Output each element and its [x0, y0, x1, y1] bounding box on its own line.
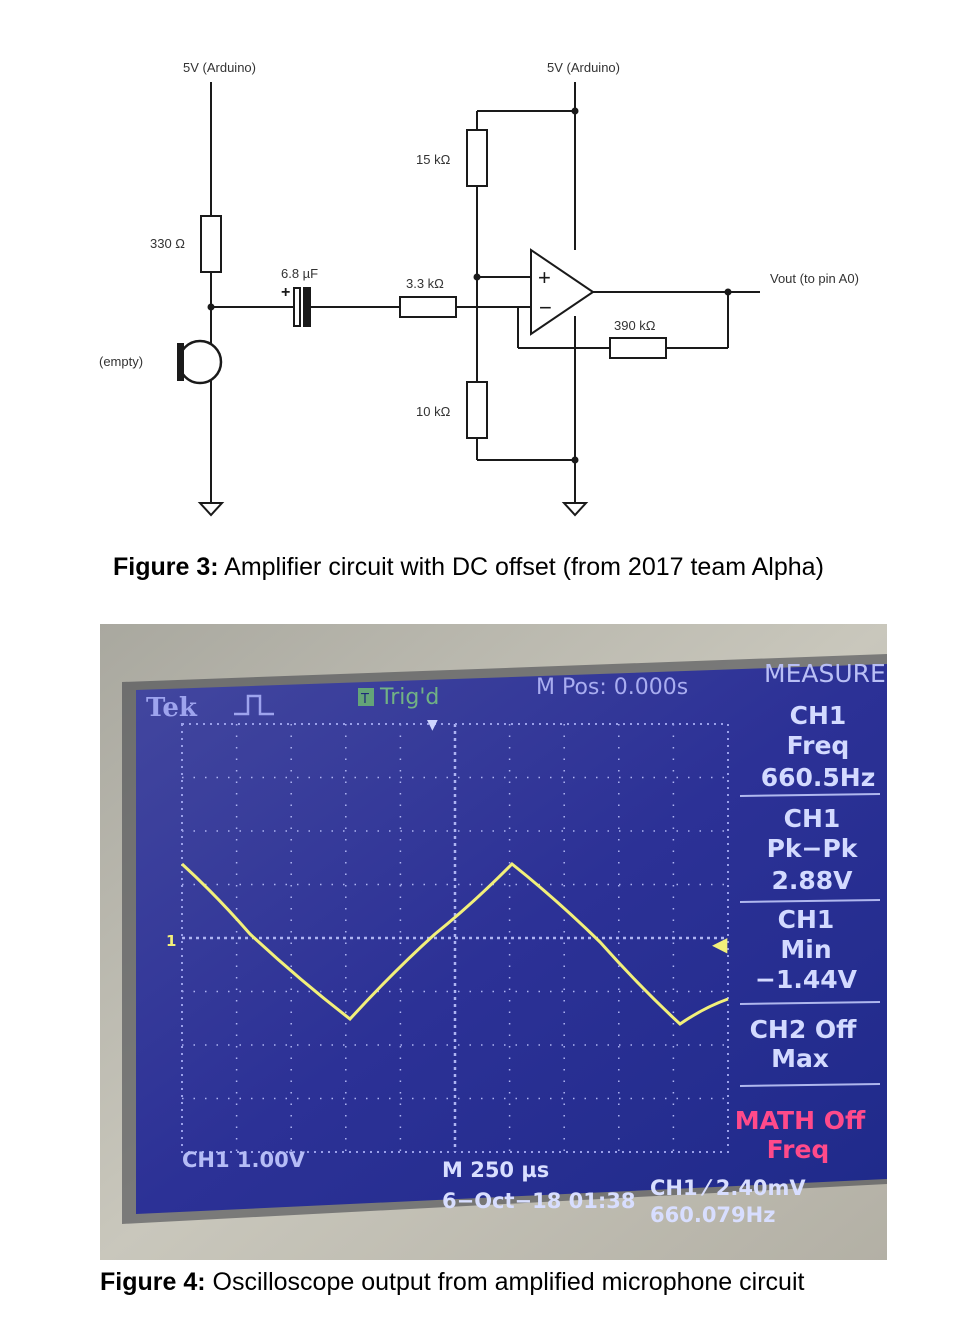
measure-4-source: CH2 Off [750, 1015, 858, 1044]
trigger-icon [358, 688, 374, 706]
resistor-330 [200, 215, 222, 273]
opamp-symbol [530, 248, 595, 336]
scope-brand: Tek [146, 693, 198, 723]
trig-status: Trig'd [379, 685, 439, 710]
oscilloscope-photo: Tek T Trig'd M Pos: 0.000s MEASURE CH1 F… [100, 624, 887, 1260]
measure-2-value: 2.88V [771, 866, 853, 895]
measure-2-type: Pk−Pk [767, 834, 859, 863]
ch1-ground-marker: 1 [166, 932, 176, 950]
date-time: 6−Oct−18 01:38 [442, 1189, 636, 1213]
ground-symbol [197, 502, 225, 517]
measure-1-source: CH1 [790, 701, 847, 730]
ground-symbol [561, 502, 589, 517]
junction-dot [571, 456, 579, 464]
cap-label: 6.8 µF [281, 266, 318, 281]
resistor-390k [609, 337, 667, 359]
m-pos: M Pos: 0.000s [536, 675, 688, 700]
measure-1-type: Freq [787, 731, 850, 760]
opamp-minus: − [539, 295, 552, 320]
measure-4-type: Max [771, 1044, 829, 1073]
trigger-level-arrow: ◀ [712, 932, 728, 956]
scope-grid [181, 723, 729, 1153]
supply-right-label: 5V (Arduino) [547, 60, 620, 75]
junction-dot [207, 303, 215, 311]
measure-1-value: 660.5Hz [761, 763, 876, 792]
r-mic-label: 330 Ω [150, 236, 185, 251]
pulse-icon [234, 694, 274, 716]
measure-3-type: Min [780, 935, 831, 964]
capacitor-symbol [289, 287, 313, 327]
opamp-plus: + [538, 265, 551, 290]
measure-5-type: Freq [767, 1135, 830, 1164]
timebase: M 250 µs [442, 1158, 549, 1182]
trigger-level: CH1 ⁄ 2.40mV [650, 1176, 806, 1200]
junction-dot [571, 107, 579, 115]
cap-plus-label: + [281, 284, 290, 301]
ch1-waveform-trace [180, 861, 729, 1026]
measure-5-source: MATH Off [735, 1106, 866, 1135]
figure-4-caption: Figure 4: Oscilloscope output from ampli… [100, 1268, 805, 1296]
trig-glyph: T [360, 692, 369, 707]
r-input-label: 3.3 kΩ [406, 276, 444, 291]
resistor-10k [466, 381, 488, 439]
trigger-position-arrow: ▼ [427, 717, 438, 733]
resistor-15k [466, 129, 488, 187]
junction-dot [724, 288, 732, 296]
amplifier-schematic: 5V (Arduino) 5V (Arduino) 330 Ω 6.8 µF +… [99, 60, 859, 517]
measure-3-value: −1.44V [755, 965, 858, 994]
r-top-label: 15 kΩ [416, 152, 451, 167]
resistor-3k3 [399, 296, 457, 318]
ch1-scale: CH1 1.00V [182, 1148, 306, 1172]
graticule-frame [181, 723, 729, 1153]
figure-3-caption: Figure 3: Amplifier circuit with DC offs… [113, 553, 824, 581]
supply-left-label: 5V (Arduino) [183, 60, 256, 75]
microphone-symbol [177, 339, 223, 385]
r-feedback-label: 390 kΩ [614, 318, 656, 333]
vout-label: Vout (to pin A0) [770, 271, 859, 286]
trigger-frequency: 660.079Hz [650, 1203, 775, 1227]
menu-title: MEASURE [764, 659, 886, 688]
measure-3-source: CH1 [778, 905, 835, 934]
measure-2-source: CH1 [784, 804, 841, 833]
junction-dot [473, 273, 481, 281]
mic-label: (empty) [99, 354, 143, 369]
r-bottom-label: 10 kΩ [416, 404, 451, 419]
